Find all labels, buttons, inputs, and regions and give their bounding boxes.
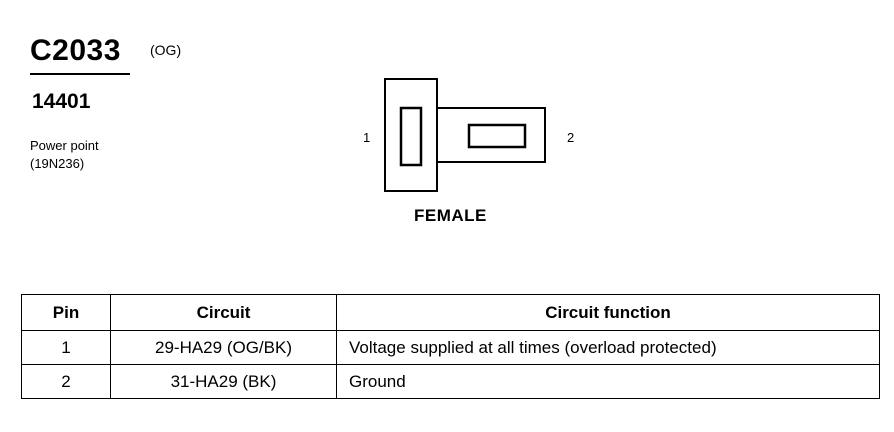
cell-circuit-function: Voltage supplied at all times (overload …: [336, 330, 880, 365]
table-row: 2 31-HA29 (BK) Ground: [21, 364, 880, 399]
view-label: FEMALE: [414, 206, 487, 225]
connector-body-right: [437, 107, 546, 163]
component-name: Power point (19N236): [30, 137, 99, 173]
component-name-line2: (19N236): [30, 156, 85, 171]
cell-pin: 1: [21, 330, 111, 365]
pinout-table: Pin Circuit Circuit function 1 29-HA29 (…: [21, 294, 880, 399]
header-pin: Pin: [21, 294, 111, 331]
header-circuit-function: Circuit function: [336, 294, 880, 331]
connector-face-drawing: [384, 78, 546, 192]
cell-pin: 2: [21, 364, 111, 399]
cell-circuit: 31-HA29 (BK): [110, 364, 337, 399]
connector-diagram: 1 2 FEMALE: [355, 75, 595, 230]
component-name-line1: Power point: [30, 138, 99, 153]
pin-2-label: 2: [567, 130, 575, 145]
pin-1-terminal: [399, 106, 423, 167]
table-row: 1 29-HA29 (OG/BK) Voltage supplied at al…: [21, 330, 880, 365]
connector-body-left: [384, 78, 438, 192]
connector-color: (OG): [150, 42, 182, 58]
pin-1-label: 1: [363, 130, 371, 145]
table-header-row: Pin Circuit Circuit function: [21, 294, 880, 331]
harness-number: 14401: [32, 90, 91, 113]
header-circuit: Circuit: [110, 294, 337, 331]
cell-circuit-function: Ground: [336, 364, 880, 399]
title-rule: [30, 73, 130, 75]
connector-id: C2033: [30, 34, 121, 67]
cell-circuit: 29-HA29 (OG/BK): [110, 330, 337, 365]
pin-2-terminal: [467, 123, 527, 149]
